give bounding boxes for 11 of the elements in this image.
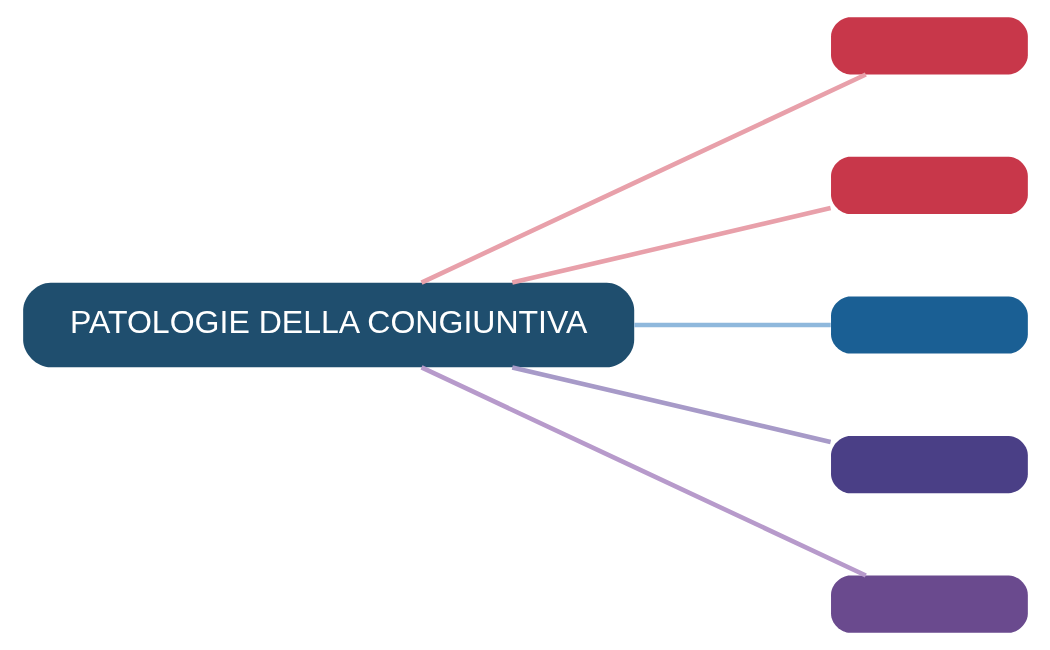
connector [511, 205, 831, 285]
connector [511, 365, 831, 445]
connector [420, 365, 867, 578]
connector [633, 322, 831, 328]
node-box [830, 156, 1028, 214]
node-box: PATOLOGIE DELLA CONGIUNTIVA [22, 282, 634, 368]
node-box [830, 296, 1028, 354]
connector [420, 72, 867, 285]
node-box [830, 575, 1028, 633]
node-box [830, 17, 1028, 75]
node-box [830, 436, 1028, 494]
